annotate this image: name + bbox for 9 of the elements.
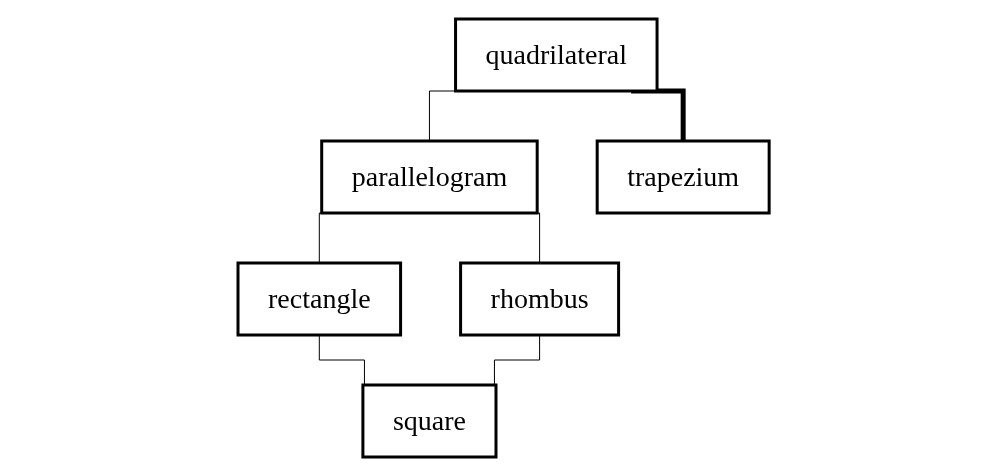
connector [493, 334, 540, 385]
node-box: square [361, 383, 498, 458]
node-box: trapezium [595, 139, 771, 214]
node-box: rectangle [236, 261, 402, 336]
node-box: rhombus [459, 261, 620, 336]
connector [318, 334, 365, 385]
node-box: quadrilateral [454, 17, 659, 92]
node-box: parallelogram [320, 139, 539, 214]
connector [631, 88, 686, 141]
